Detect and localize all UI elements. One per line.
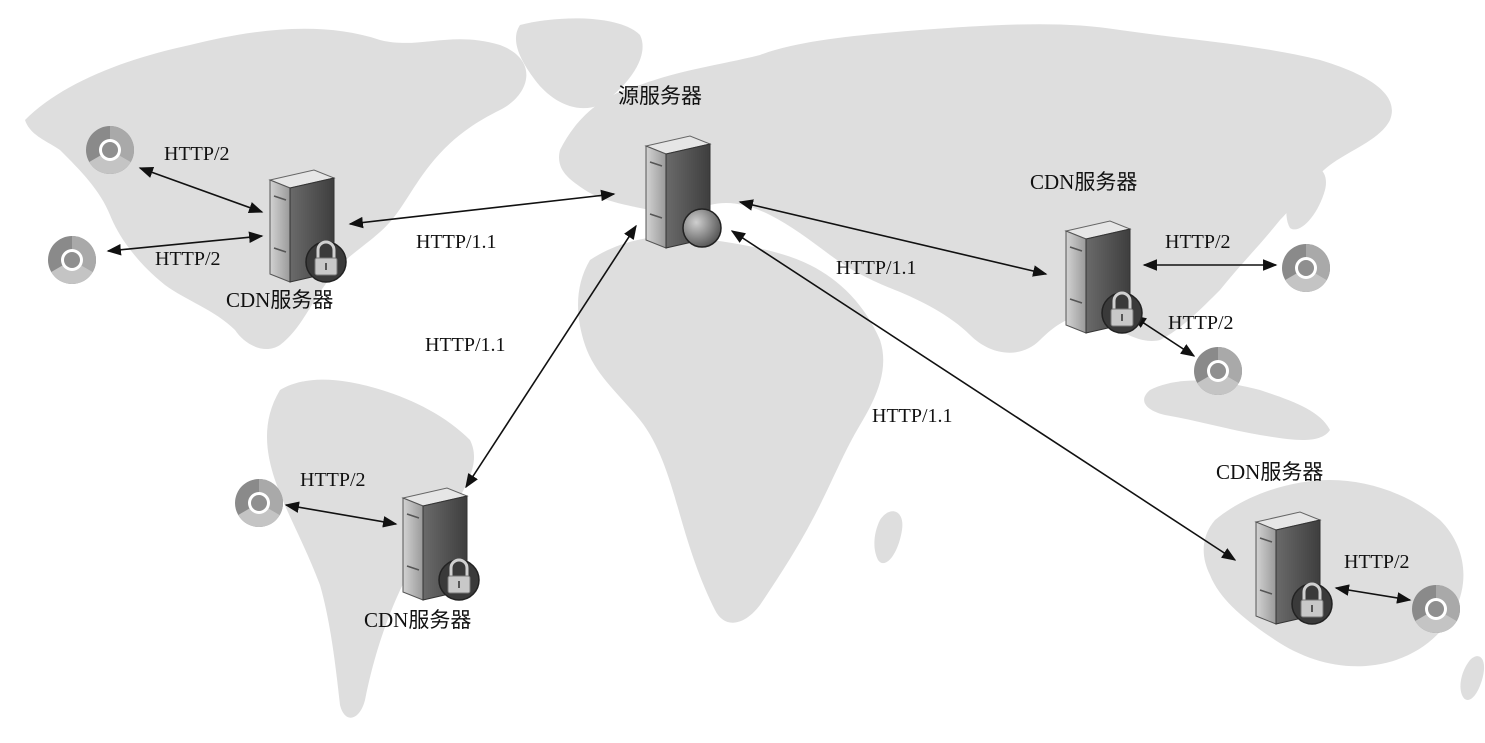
link-sa-client (284, 501, 398, 528)
origin-server-icon (645, 135, 722, 249)
link-label-asia-client2: HTTP/2 (1168, 312, 1234, 334)
cdn-server-sa-label: CDN服务器 (364, 608, 472, 632)
link-label-asia-client1: HTTP/2 (1165, 231, 1231, 253)
chrome-browser-icon (86, 125, 135, 175)
chrome-browser-icon (48, 236, 97, 285)
link-na-origin (348, 189, 616, 229)
link-sa-origin (465, 224, 637, 489)
link-na-client2 (106, 231, 264, 256)
link-label-sa-client: HTTP/2 (300, 469, 366, 491)
link-label-sa-origin: HTTP/1.1 (425, 334, 506, 356)
cdn-server-asia-label: CDN服务器 (1030, 170, 1138, 194)
link-label-au-client: HTTP/2 (1344, 551, 1410, 573)
origin-server-label: 源服务器 (618, 84, 702, 108)
link-label-au-origin: HTTP/1.1 (872, 405, 953, 427)
link-asia-client2 (1131, 315, 1196, 357)
link-au-origin (730, 230, 1237, 561)
link-na-client1 (138, 166, 264, 214)
link-au-client (1334, 584, 1412, 604)
chrome-browser-icon (1194, 347, 1243, 396)
cdn-server-na-label: CDN服务器 (226, 288, 334, 312)
connections (106, 166, 1412, 604)
link-label-na-origin: HTTP/1.1 (416, 231, 497, 253)
cdn-server-sa-icon (401, 486, 481, 602)
cdn-server-au-label: CDN服务器 (1216, 460, 1324, 484)
chrome-browser-icon (1412, 585, 1461, 634)
link-label-na-client2: HTTP/2 (155, 248, 221, 270)
link-label-asia-origin: HTTP/1.1 (836, 257, 917, 279)
chrome-browser-icon (1282, 244, 1331, 293)
link-label-na-client1: HTTP/2 (164, 143, 230, 165)
chrome-browser-icon (235, 479, 284, 528)
